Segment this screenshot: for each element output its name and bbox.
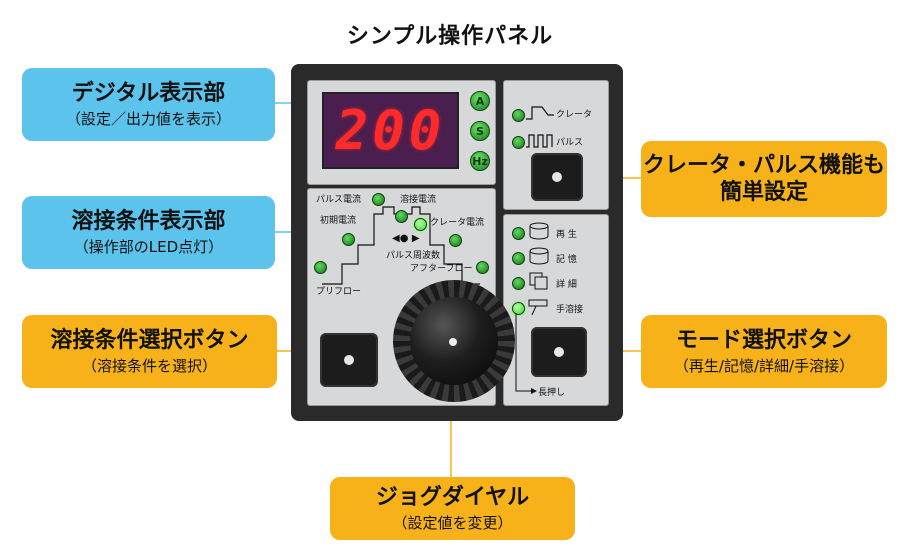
crater-current-led — [449, 234, 462, 247]
callout-condition-button: 溶接条件選択ボタン （溶接条件を選択） — [22, 315, 277, 388]
pulse-frequency-label: パルス周波数 — [386, 251, 441, 261]
jog-dial-center-dot — [449, 338, 457, 346]
page-title: シンプル操作パネル — [346, 24, 554, 49]
callout-jog-dial-title: ジョグダイヤル — [375, 485, 530, 510]
long-press-arrow-icon — [515, 313, 537, 394]
display-panel: 200 A S Hz — [307, 80, 496, 185]
unit-indicator-a: A — [470, 91, 490, 111]
callout-mode-button-sub: （再生/記憶/詳細/手溶接） — [673, 356, 855, 375]
pulse-waveform-icon — [526, 134, 553, 148]
control-panel-device: 200 A S Hz クレータ パルス パルス電流 溶接電流 初期電流 クレータ… — [291, 64, 623, 421]
left-right-arrows-icon: ◀● ▶ — [392, 233, 420, 244]
crater-waveform-icon — [526, 106, 554, 120]
mode-manual-label: 手溶接 — [556, 305, 584, 315]
afterflow-led — [476, 261, 489, 274]
callout-jog-dial: ジョグダイヤル （設定値を変更） — [330, 477, 575, 540]
digital-readout: 200 — [322, 92, 459, 169]
callout-condition-button-title: 溶接条件選択ボタン — [50, 328, 249, 353]
callout-crater-pulse: クレータ・パルス機能も 簡単設定 — [641, 141, 887, 217]
unit-indicator-hz: Hz — [470, 151, 490, 171]
callout-digital-display-title: デジタル表示部 — [71, 81, 226, 106]
callout-condition-display-title: 溶接条件表示部 — [71, 209, 226, 234]
unit-indicator-s: S — [470, 121, 490, 141]
pulse-label: パルス — [556, 138, 584, 148]
condition-select-button[interactable] — [320, 333, 378, 387]
callout-crater-pulse-line2: 簡単設定 — [719, 180, 808, 205]
welding-holder-icon — [528, 299, 548, 316]
pulse-led — [512, 136, 525, 149]
preflow-label: プリフロー — [316, 287, 362, 297]
callout-mode-button-title: モード選択ボタン — [675, 328, 852, 353]
mode-panel: 再 生 記 憶 詳 細 手溶接 長押し — [503, 214, 609, 406]
mode-memory-label: 記 憶 — [556, 255, 577, 265]
crater-current-label: クレータ電流 — [430, 218, 485, 228]
long-press-label: 長押し — [538, 388, 566, 398]
initial-current-led — [342, 233, 355, 246]
callout-jog-dial-sub: （設定値を変更） — [392, 513, 513, 532]
cylinder-icon — [529, 222, 549, 240]
database-save-icon — [529, 247, 549, 265]
mode-detail-label: 詳 細 — [556, 280, 577, 290]
crater-label: クレータ — [556, 110, 593, 120]
callout-condition-button-sub: （溶接条件を選択） — [81, 356, 217, 375]
condition-select-button-dot — [344, 355, 354, 365]
pulse-frequency-led — [414, 218, 427, 231]
callout-crater-pulse-line1: クレータ・パルス機能も — [642, 152, 885, 178]
welding-current-label: 溶接電流 — [400, 195, 437, 205]
callout-condition-display-sub: （操作部のLED点灯） — [73, 237, 224, 256]
memory-led — [512, 252, 525, 265]
pulse-current-label: パルス電流 — [316, 195, 362, 205]
preflow-led — [314, 261, 327, 274]
pulse-current-led — [372, 193, 385, 206]
crater-led — [512, 109, 525, 122]
playback-led — [512, 227, 525, 240]
callout-digital-display-sub: （設定／出力値を表示） — [65, 109, 231, 128]
mode-select-button[interactable] — [531, 327, 587, 377]
mode-playback-label: 再 生 — [556, 230, 577, 240]
afterflow-label: アフターフロー — [410, 264, 473, 274]
crater-pulse-button[interactable] — [531, 153, 583, 201]
crater-pulse-panel: クレータ パルス — [503, 80, 609, 210]
initial-current-label: 初期電流 — [320, 216, 357, 226]
manual-welding-led — [512, 302, 525, 315]
callout-condition-display: 溶接条件表示部 （操作部のLED点灯） — [22, 196, 275, 269]
mode-select-button-dot — [554, 347, 564, 357]
welding-current-led — [395, 210, 408, 223]
callout-mode-button: モード選択ボタン （再生/記憶/詳細/手溶接） — [641, 315, 887, 388]
crater-pulse-button-dot — [552, 172, 562, 182]
callout-digital-display: デジタル表示部 （設定／出力値を表示） — [22, 68, 275, 141]
copy-pages-icon — [529, 272, 548, 290]
detail-led — [512, 277, 525, 290]
